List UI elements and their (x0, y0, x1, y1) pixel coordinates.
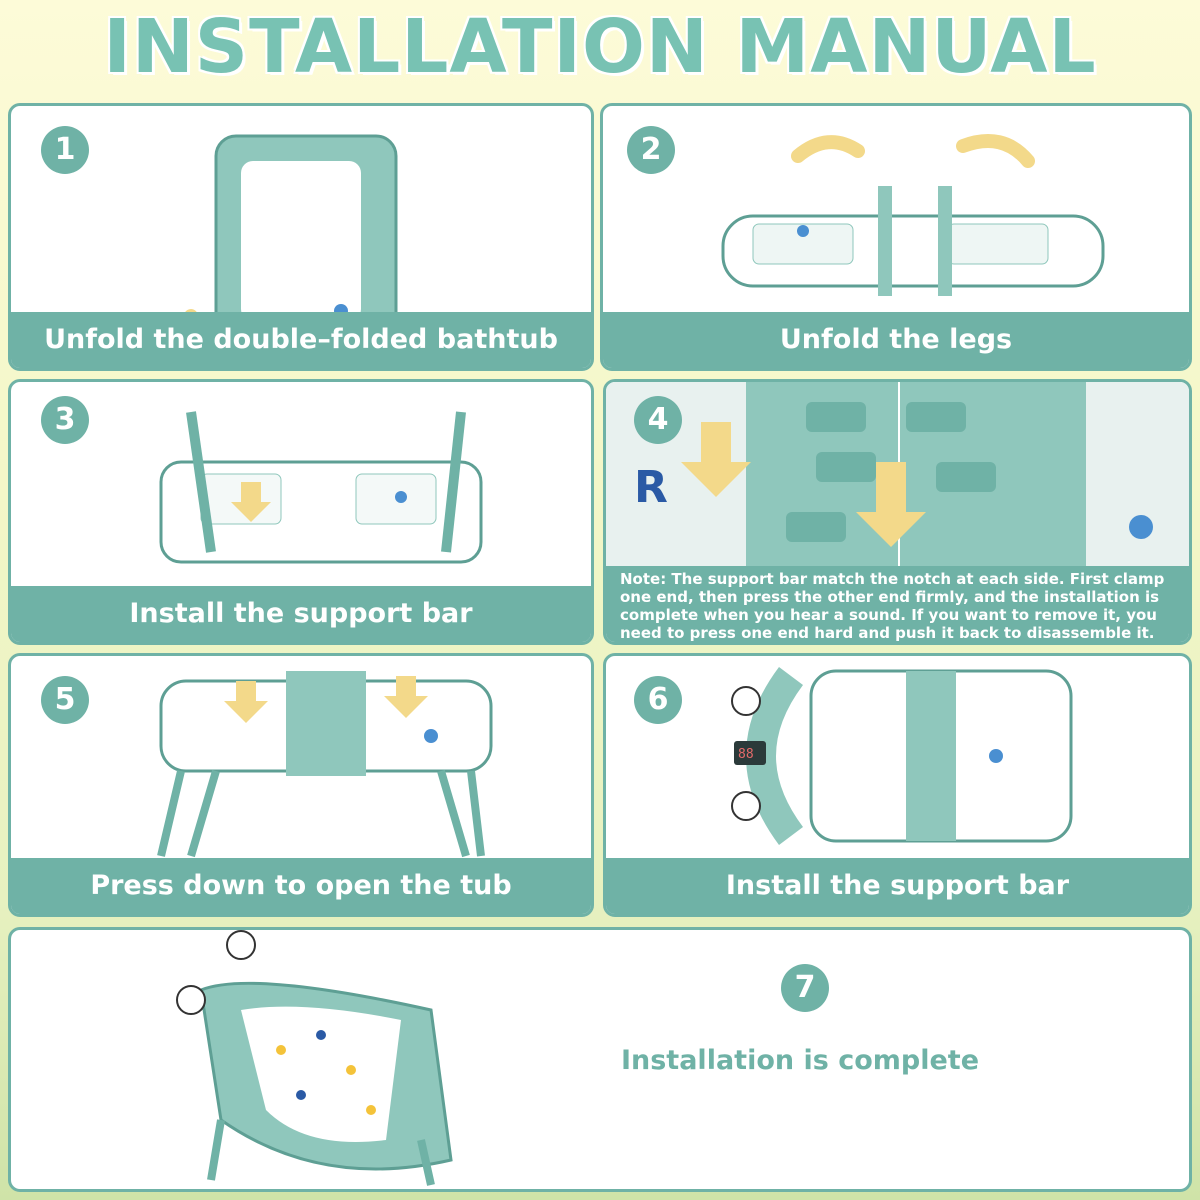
step-number-badge: 1 (41, 126, 89, 174)
completed-tub-illustration (176, 930, 453, 1186)
step-caption: Install the support bar (11, 586, 591, 642)
step-number-badge: 4 (634, 396, 682, 444)
step-number-badge: 6 (634, 676, 682, 724)
page-title: INSTALLATION MANUAL (103, 4, 1097, 90)
step-caption: Unfold the double–folded bathtub (11, 312, 591, 368)
step-4-card: 4 R Note: The support bar match the notc… (603, 379, 1192, 645)
step-number-badge: 3 (41, 396, 89, 444)
step-number-badge: 5 (41, 676, 89, 724)
support-bar-illustration (159, 411, 483, 564)
completion-caption: Installation is complete (620, 1045, 980, 1076)
open-tub-illustration (157, 671, 493, 858)
step-caption: Unfold the legs (603, 312, 1189, 368)
step-caption: Install the support bar (606, 858, 1189, 914)
notch-closeup-illustration (606, 382, 1189, 572)
step-note: Note: The support bar match the notch at… (606, 566, 1189, 642)
step-2-card: 2 Unfold the legs (600, 103, 1192, 371)
folded-bathtub-illustration (183, 134, 398, 316)
unfolded-legs-illustration (721, 134, 1105, 296)
step-1-card: 1 Unfold the double–folded bathtub (8, 103, 594, 371)
side-label: R (634, 462, 668, 513)
thermometer-display: 88 (738, 747, 754, 762)
step-3-card: 3 Install the support bar (8, 379, 594, 645)
step-7-card: 7 (8, 927, 1192, 1192)
step-number-badge: 7 (781, 964, 829, 1012)
headrest-install-illustration: 88 (731, 667, 1073, 845)
step-5-card: 5 Press down to open the tub (8, 653, 594, 917)
step-6-card: 6 88 Install the support bar (603, 653, 1192, 917)
step-caption: Press down to open the tub (11, 858, 591, 914)
step-number-badge: 2 (627, 126, 675, 174)
